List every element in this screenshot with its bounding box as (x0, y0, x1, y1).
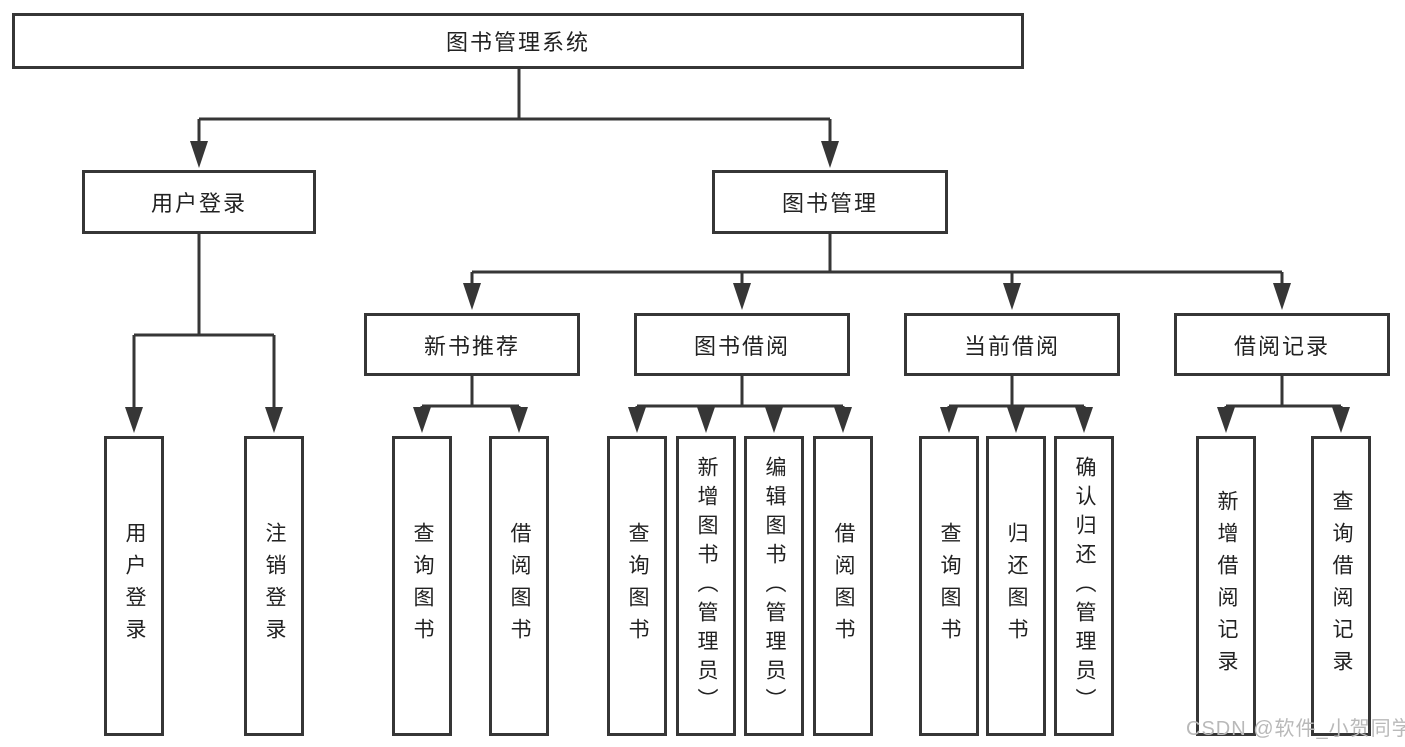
node-borrow-books-borrowing: 借阅图书 (813, 436, 873, 736)
arrowhead (1003, 283, 1021, 310)
arrowhead (1217, 407, 1235, 433)
node-borrow-books-recommend: 借阅图书 (489, 436, 549, 736)
node-query-borrow-record: 查询借阅记录 (1311, 436, 1371, 736)
node-current-borrowing: 当前借阅 (904, 313, 1120, 376)
arrowhead (463, 283, 481, 310)
arrowhead (125, 407, 143, 433)
node-logout-leaf: 注销登录 (244, 436, 304, 736)
node-return-book: 归还图书 (986, 436, 1046, 736)
arrowhead (940, 407, 958, 433)
arrowhead (265, 407, 283, 433)
arrowhead (1007, 407, 1025, 433)
arrowhead (190, 141, 208, 168)
arrowhead (834, 407, 852, 433)
node-book-management: 图书管理 (712, 170, 948, 234)
node-book-borrowing: 图书借阅 (634, 313, 850, 376)
arrowhead (1075, 407, 1093, 433)
arrowhead (765, 407, 783, 433)
node-user-login: 用户登录 (82, 170, 316, 234)
node-add-book-admin: 新增图书（管理员） (676, 436, 736, 736)
csdn-watermark: CSDN @软件_小贺同学 (1186, 718, 1405, 740)
node-borrowing-records: 借阅记录 (1174, 313, 1390, 376)
arrowhead (413, 407, 431, 433)
node-library-system: 图书管理系统 (12, 13, 1024, 69)
arrowhead (1332, 407, 1350, 433)
node-add-borrow-record: 新增借阅记录 (1196, 436, 1256, 736)
arrowhead (1273, 283, 1291, 310)
arrowhead (733, 283, 751, 310)
node-query-books-current: 查询图书 (919, 436, 979, 736)
node-user-login-leaf: 用户登录 (104, 436, 164, 736)
node-query-books-borrowing: 查询图书 (607, 436, 667, 736)
node-new-book-recommend: 新书推荐 (364, 313, 580, 376)
arrowhead (510, 407, 528, 433)
node-edit-book-admin: 编辑图书（管理员） (744, 436, 804, 736)
node-query-books-recommend: 查询图书 (392, 436, 452, 736)
arrowhead (697, 407, 715, 433)
arrowhead (628, 407, 646, 433)
arrowhead (821, 141, 839, 168)
node-confirm-return-admin: 确认归还（管理员） (1054, 436, 1114, 736)
